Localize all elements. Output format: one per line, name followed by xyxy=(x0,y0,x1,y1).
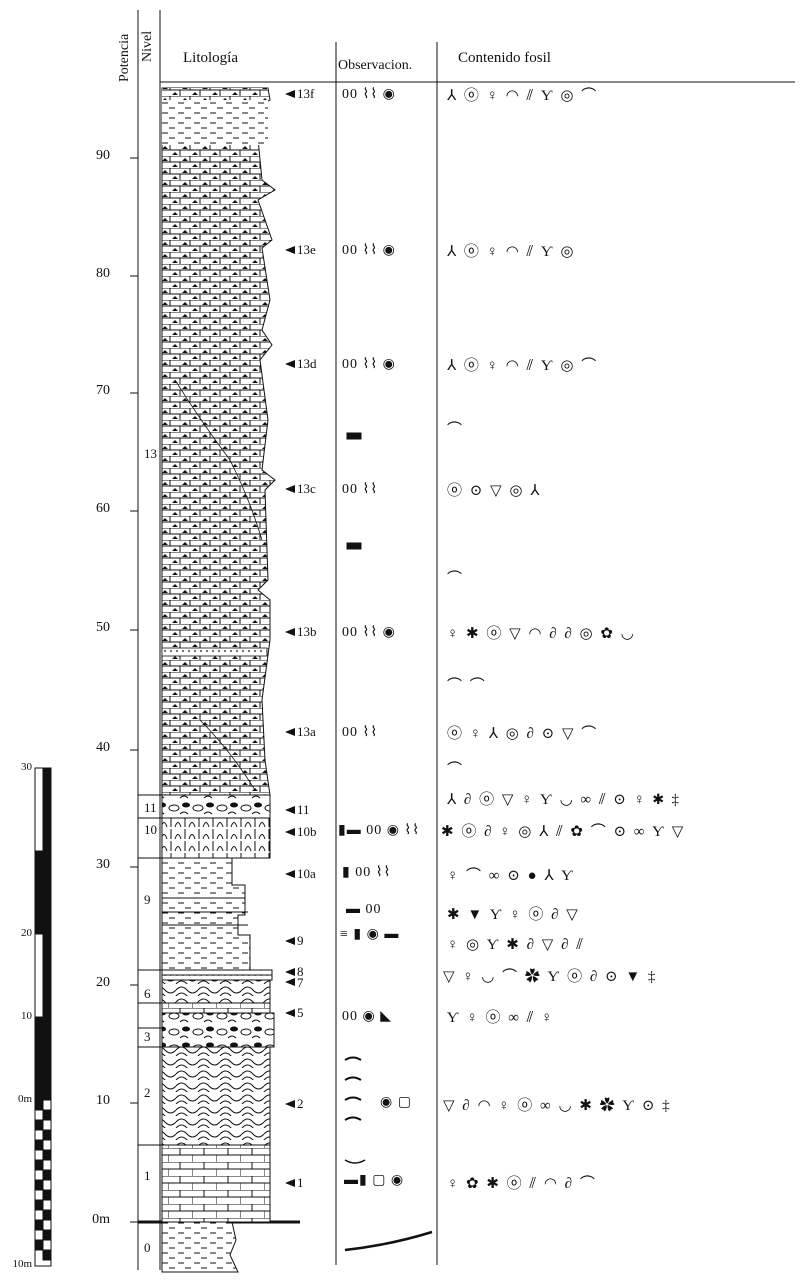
observation-13a: 00 ⌇⌇ xyxy=(342,725,379,740)
scale-bar xyxy=(34,767,52,1267)
observation-13e: 00 ⌇⌇ ◉ xyxy=(342,243,396,258)
scale-bar-label-10: 10 xyxy=(21,1010,32,1022)
fossils-13e: ⅄ ⓞ ♀ ◠ ⫽ Ƴ ◎ xyxy=(447,244,576,260)
lithology-level-6 xyxy=(161,979,271,1004)
thickness-tick-50: 50 xyxy=(96,620,110,635)
fossil-extra-3: ⌒ ⌒ xyxy=(447,678,487,694)
level-label-6: 6 xyxy=(144,986,151,1001)
thickness-tick-90: 90 xyxy=(96,148,110,163)
observation-13c: 00 ⌇⌇ xyxy=(342,482,379,497)
fossils-11: ⅄ ∂ ⓞ ▽ ♀ Ƴ ◡ ∞ ⫽ ⊙ ♀ ✱ ‡ xyxy=(447,792,682,808)
observation-9: ▬ 00 xyxy=(346,902,382,917)
fossils-1: ♀ ✿ ✱ ⓞ ⫽ ◠ ∂ ⌒ xyxy=(447,1176,597,1192)
fossils-9: ✱ ▼ Ƴ ♀ ⓞ ∂ ▽ xyxy=(447,907,580,923)
sample-label-13f: 13f xyxy=(297,86,315,101)
sample-label-13d: 13d xyxy=(297,356,317,371)
scale-bar-label-20: 20 xyxy=(21,927,32,939)
scale-bar-label-30: 30 xyxy=(21,761,32,773)
thickness-tick-20: 20 xyxy=(96,975,110,990)
fossils-13c: ⓞ ⊙ ▽ ◎ ⅄ xyxy=(447,483,542,499)
thickness-tick-10: 10 xyxy=(96,1093,110,1108)
fossils-5: Ƴ ♀ ⓞ ∞ ⫽ ♀ xyxy=(447,1010,555,1026)
scale-bar-label-0m: 0m xyxy=(17,1093,32,1105)
fossil-extra-2: ⌒ xyxy=(447,571,465,587)
sample-label-11: 11 xyxy=(297,802,310,817)
lithology-level-3 xyxy=(161,1012,275,1048)
fossils-13f: ⅄ ⓞ ♀ ◠ ⫽ Ƴ ◎ ⌒ xyxy=(447,88,599,104)
sample-label-10b: 10b xyxy=(297,824,317,839)
fossils-13d: ⅄ ⓞ ♀ ◠ ⫽ Ƴ ◎ ⌒ xyxy=(447,358,599,374)
sample-label-2: 2 xyxy=(297,1096,304,1111)
sample-label-13a: 13a xyxy=(297,724,316,739)
lithology-level-2 xyxy=(161,1046,271,1146)
thickness-tick-80: 80 xyxy=(96,266,110,281)
header-contenido-fosil: Contenido fosil xyxy=(458,50,551,66)
lithology-level-0 xyxy=(161,1221,239,1273)
observation-10a: ▮ 00 ⌇⌇ xyxy=(342,865,392,880)
sample-label-13e: 13e xyxy=(297,242,316,257)
observation-2: ◉ ▢ xyxy=(380,1095,412,1110)
fossils-10b: ✱ ⓞ ∂ ♀ ◎ ⅄ ⫽ ✿ ⌒ ⊙ ∞ Ƴ ▽ xyxy=(441,824,686,840)
level-label-1: 1 xyxy=(144,1168,151,1183)
fossils-8: ♀ ◎ Ƴ ✱ ∂ ▽ ∂ ⫽ xyxy=(447,937,585,953)
lithology-level-10 xyxy=(161,817,271,859)
level-label-0: 0 xyxy=(144,1240,151,1255)
level-label-9: 9 xyxy=(144,892,151,907)
thickness-tick-40: 40 xyxy=(96,740,110,755)
thickness-tick-60: 60 xyxy=(96,501,110,516)
sample-label-5: 5 xyxy=(297,1005,304,1020)
lithology-level-13 xyxy=(161,87,276,796)
fossils-13a: ⓞ ♀ ⅄ ◎ ∂ ⊙ ▽ ⌒ xyxy=(447,726,599,742)
fossils-10a: ♀ ⌒ ∞ ⊙ ● ⅄ Ƴ xyxy=(447,868,575,884)
observation-8: ≡ ▮ ◉ ▬ xyxy=(340,927,400,942)
fossils-7: ▽ ♀ ◡ ⌒ ✿ Ƴ ⓞ ∂ ⊙ ▼ ‡ xyxy=(443,969,658,985)
thickness-tick-70: 70 xyxy=(96,383,110,398)
fossil-extra-1: ⌒ xyxy=(447,422,465,438)
observation-marks xyxy=(344,432,433,1252)
header-observaciones: Observacion. xyxy=(338,58,413,73)
header-litologia: Litología xyxy=(183,50,238,66)
level-label-10: 10 xyxy=(144,822,157,837)
sample-label-10a: 10a xyxy=(297,866,316,881)
lithology-level-11 xyxy=(161,794,271,819)
sample-arrows xyxy=(285,90,295,1187)
observation-13b: 00 ⌇⌇ ◉ xyxy=(342,625,396,640)
lithology-level-1 xyxy=(161,1144,271,1223)
thickness-tick-30: 30 xyxy=(96,857,110,872)
observation-10b: ▮▬ 00 ◉ ⌇⌇ xyxy=(338,823,421,838)
observation-1: ▬▮ ▢ ◉ xyxy=(344,1173,405,1188)
lithology-level-7 xyxy=(161,974,273,981)
sample-label-7: 7 xyxy=(297,975,304,990)
fossils-2: ▽ ∂ ◠ ♀ ⓞ ∞ ◡ ✱ ✿ Ƴ ⊙ ‡ xyxy=(443,1098,672,1114)
sample-label-13c: 13c xyxy=(297,481,316,496)
level-label-3: 3 xyxy=(144,1029,151,1044)
observation-13d: 00 ⌇⌇ ◉ xyxy=(342,357,396,372)
level-label-13: 13 xyxy=(144,446,157,461)
sample-label-13b: 13b xyxy=(297,624,317,639)
sample-label-1: 1 xyxy=(297,1175,304,1190)
sample-label-8: 8 xyxy=(297,964,304,979)
fossils-13b: ♀ ✱ ⓞ ▽ ◠ ∂ ∂ ◎ ✿ ◡ xyxy=(447,626,636,642)
scale-bar-label-10m: 10m xyxy=(12,1258,32,1270)
thickness-tick-0m: 0m xyxy=(92,1212,110,1227)
level-label-11: 11 xyxy=(144,800,157,815)
level-label-2: 2 xyxy=(144,1085,151,1100)
observation-5: 00 ◉ ◣ xyxy=(342,1009,392,1024)
sample-label-9: 9 xyxy=(297,933,304,948)
lithology-level-8 xyxy=(161,969,273,976)
lithology-level-5 xyxy=(161,1002,271,1014)
lithology-level-9 xyxy=(161,857,251,971)
observation-13f: 00 ⌇⌇ ◉ xyxy=(342,87,396,102)
fossil-extra-4: ⌒ xyxy=(447,762,465,778)
